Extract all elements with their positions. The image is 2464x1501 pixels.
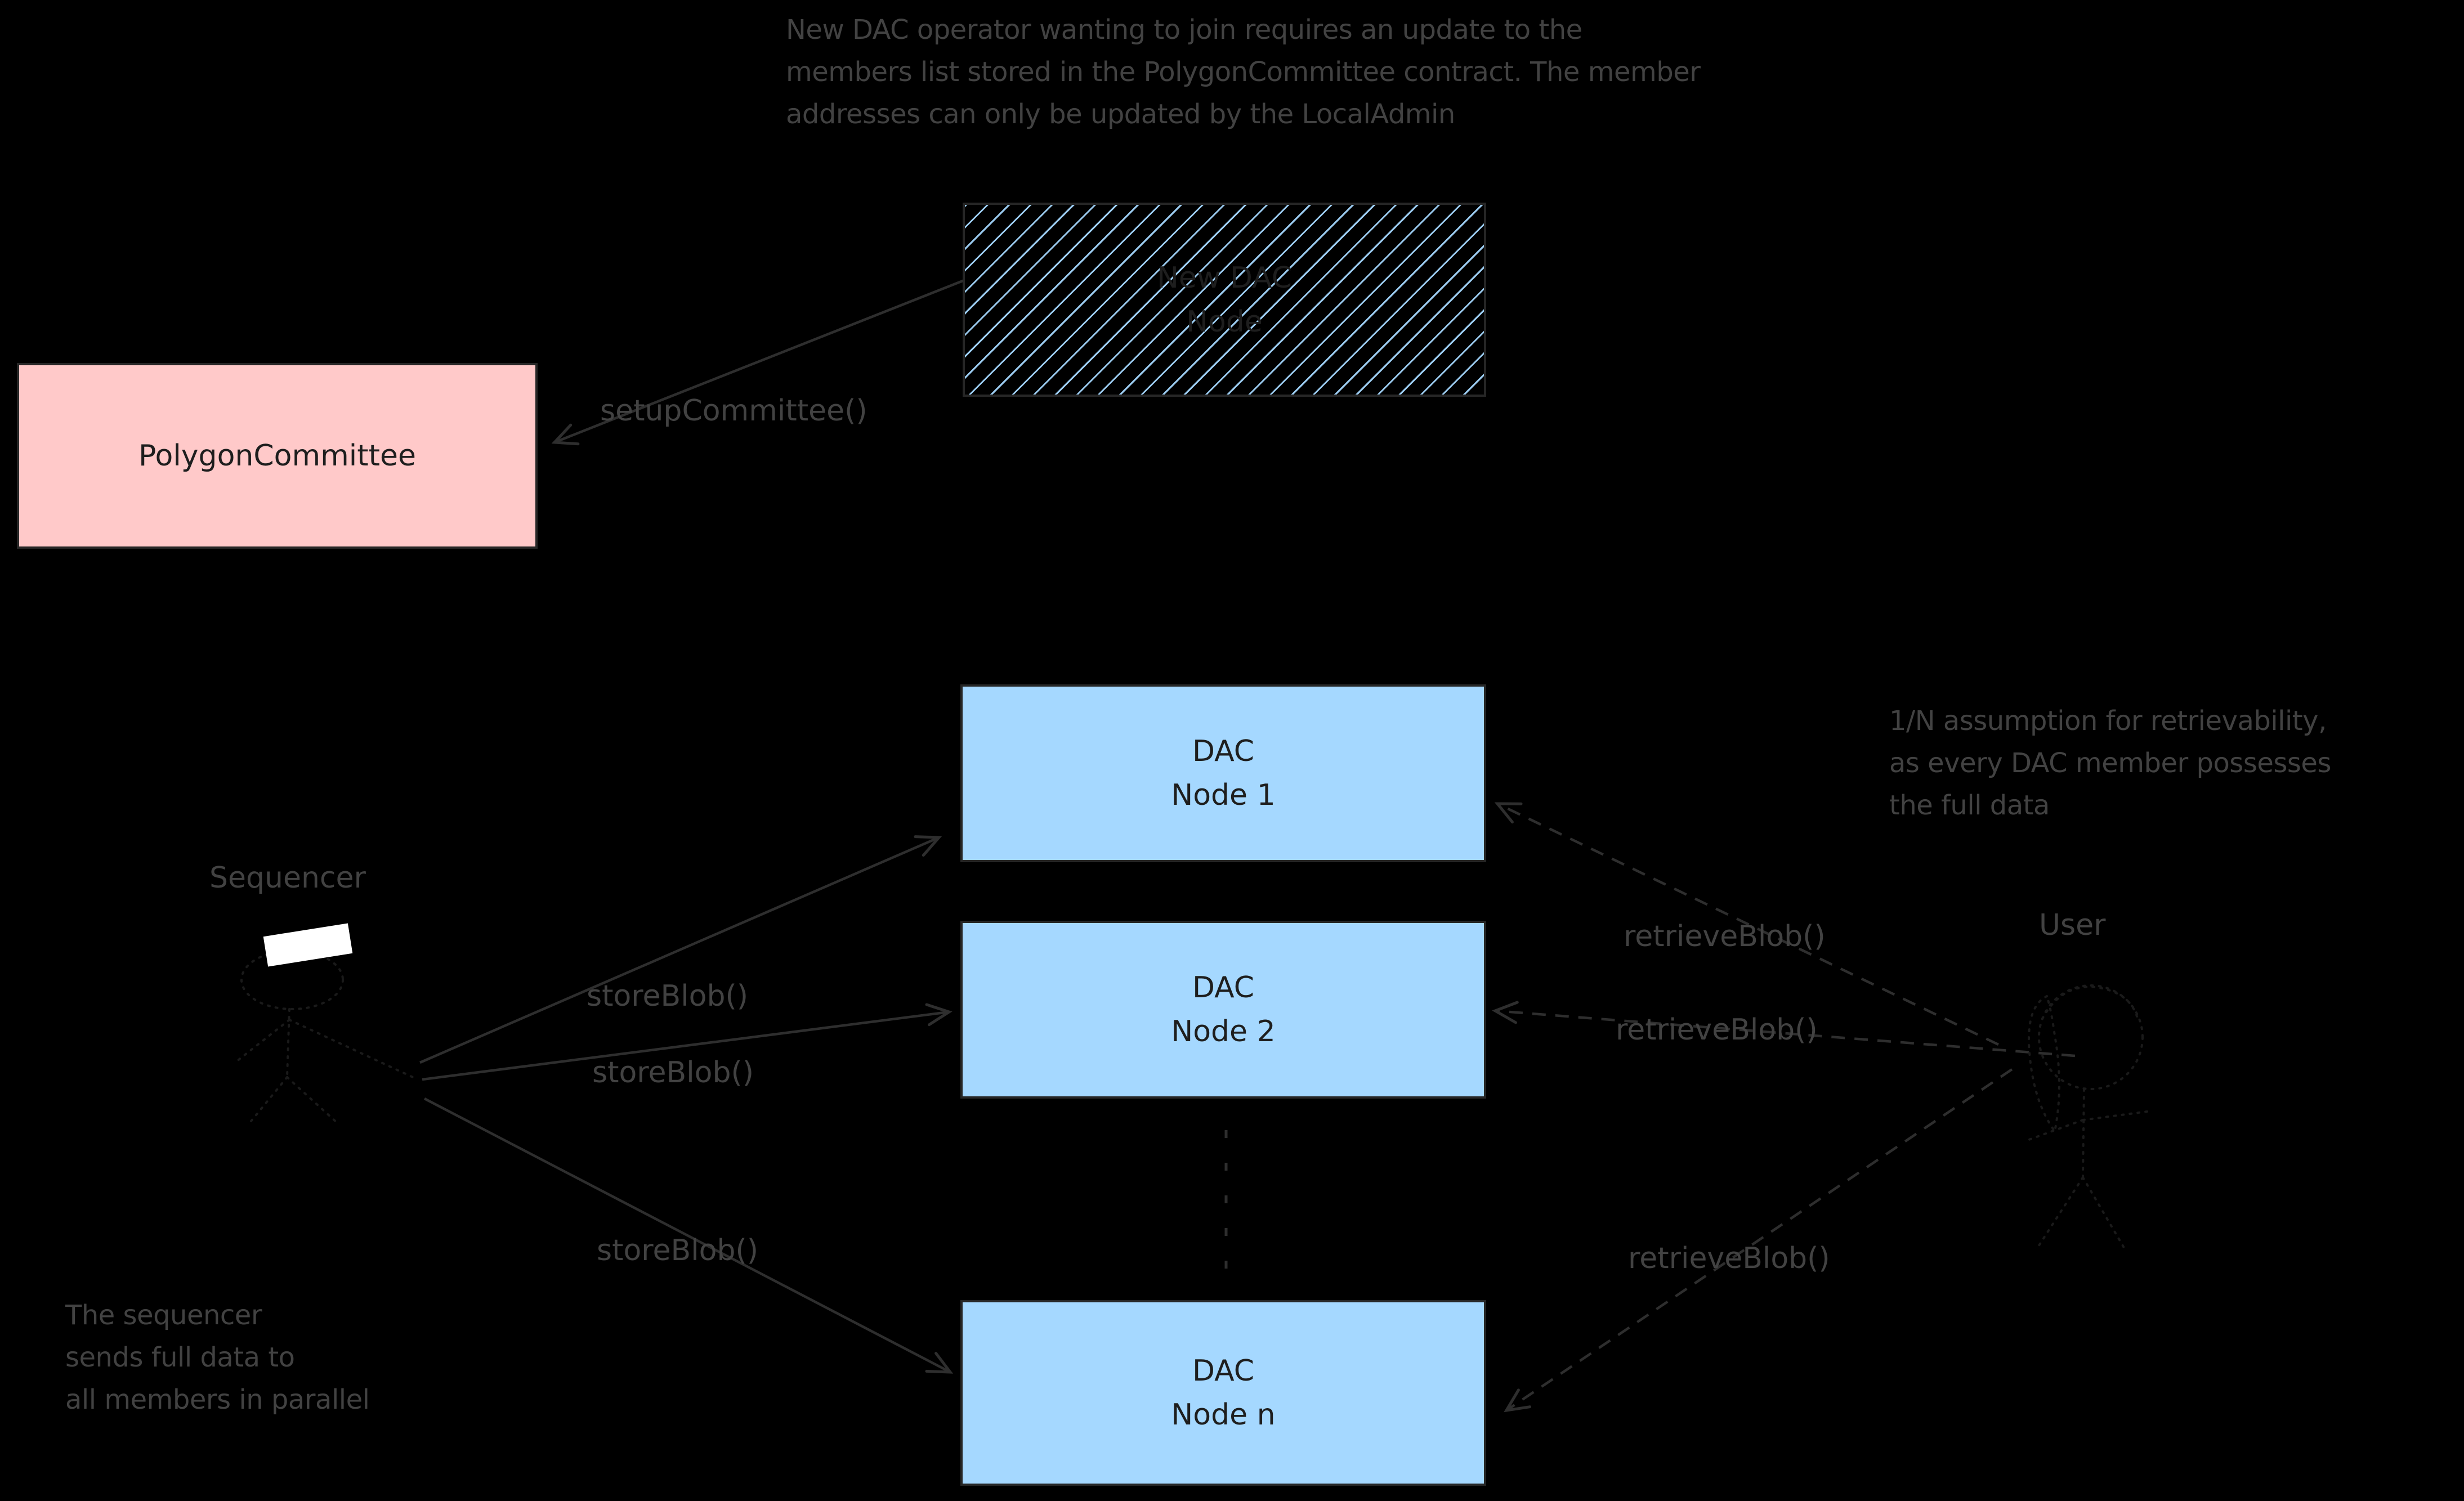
retrieve-blob-arrow-3 [1504, 1068, 2013, 1413]
label-setup-committee: setupCommittee() [600, 394, 867, 428]
note-sequencer-parallel: The sequencer sends full data to all mem… [65, 1300, 370, 1415]
store-blob-arrow-1 [419, 835, 942, 1064]
sequencer-blob-icon [263, 923, 353, 967]
box-new-dac-node: New DAC Node [963, 203, 1486, 397]
label-store-blob-3: storeBlob() [597, 1234, 759, 1267]
label-retrieve-blob-2: retrieveBlob() [1616, 1013, 1818, 1047]
sequencer-figure-icon [235, 949, 419, 1124]
label-store-blob-2: storeBlob() [592, 1056, 754, 1090]
user-figure-icon [2023, 984, 2148, 1252]
label-store-blob-1: storeBlob() [587, 979, 749, 1013]
label-user: User [2039, 908, 2106, 942]
box-dac-node-1-label: DAC Node 1 [1171, 734, 1276, 812]
box-dac-node-n-label: DAC Node n [1171, 1354, 1276, 1432]
box-dac-node-2: DAC Node 2 [960, 921, 1486, 1099]
label-retrieve-blob-1: retrieveBlob() [1624, 920, 1826, 953]
box-dac-node-n: DAC Node n [960, 1300, 1486, 1486]
box-polygon-committee: PolygonCommittee [17, 363, 538, 549]
box-new-dac-node-label: New DAC Node [1156, 261, 1293, 339]
box-dac-node-2-label: DAC Node 2 [1171, 971, 1276, 1049]
note-new-dac-operator: New DAC operator wanting to join require… [786, 14, 1701, 130]
note-retrievability: 1/N assumption for retrievability, as ev… [1889, 705, 2331, 821]
box-dac-node-1: DAC Node 1 [960, 684, 1486, 862]
label-retrieve-blob-3: retrieveBlob() [1628, 1242, 1830, 1275]
box-polygon-committee-label: PolygonCommittee [138, 439, 416, 473]
label-sequencer: Sequencer [209, 861, 366, 895]
